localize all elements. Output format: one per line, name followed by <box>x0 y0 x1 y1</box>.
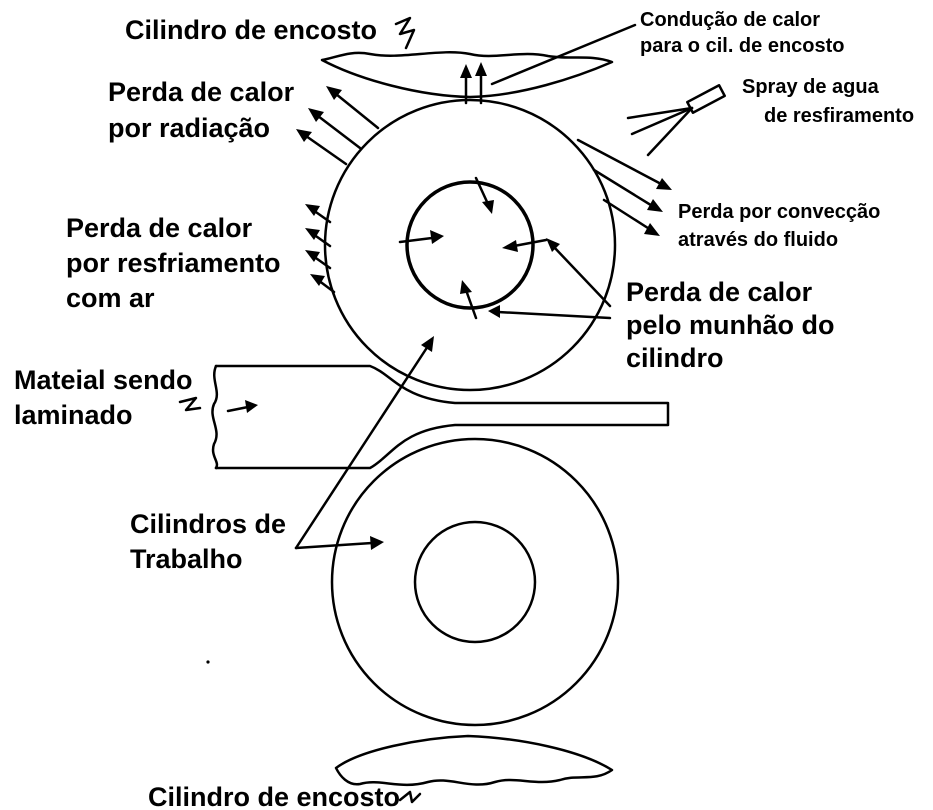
conduction-leader <box>490 23 637 86</box>
journal-leader-2-head <box>488 305 500 318</box>
strip-break-mark <box>178 396 202 412</box>
label-air-line1: Perda de calor <box>66 213 253 243</box>
upper-roll-journal <box>405 180 535 310</box>
journal-arrowhead-right <box>502 240 518 252</box>
journal-arrow-left <box>398 236 434 244</box>
conduction-arrowhead-left <box>460 64 472 78</box>
label-material-line2: laminado <box>14 400 133 430</box>
spray-nozzle <box>626 84 726 157</box>
conduction-arrowhead-right <box>475 62 487 76</box>
label-radiation-line2: por radiação <box>108 113 270 143</box>
radiation-arrowhead-1 <box>326 86 342 100</box>
journal-leader-1-head <box>546 238 560 252</box>
air-arrowhead-3 <box>305 250 320 262</box>
convection-arrow-2 <box>592 168 656 209</box>
journal-leader-1 <box>551 244 612 308</box>
bottom-backup-roll <box>334 734 614 787</box>
label-convection-line1: Perda por convecção <box>678 201 880 223</box>
top-backup-roll <box>320 51 614 99</box>
material-leader <box>226 405 250 413</box>
radiation-arrow-2 <box>316 114 362 150</box>
label-spray-line1: Spray de agua <box>742 76 880 98</box>
rolled-strip <box>214 364 670 470</box>
journal-arrow-top <box>474 176 490 206</box>
air-arrowhead-1 <box>305 204 320 216</box>
label-air-line2: por resfriamento <box>66 248 281 278</box>
label-material-line1: Mateial sendo <box>14 365 193 395</box>
lower-roll-journal <box>413 520 537 644</box>
upper-work-roll <box>323 98 617 392</box>
label-convection-line2: através do fluido <box>678 229 838 251</box>
label-backup-roll-bottom: Cilindro de encosto <box>148 782 400 810</box>
label-radiation-line1: Perda de calor <box>108 77 295 107</box>
work-roll-leader-upper <box>294 344 430 550</box>
convection-arrow-3 <box>602 198 653 232</box>
journal-leader-2 <box>496 310 612 320</box>
journal-arrow-right <box>512 238 548 248</box>
work-roll-leader-upper-head <box>421 336 434 352</box>
journal-arrow-bottom <box>464 288 478 320</box>
label-journal-line2: pelo munhão do <box>626 310 835 340</box>
convection-arrowhead-3 <box>644 223 660 236</box>
label-conduction-line2: para o cil. de encosto <box>640 35 845 57</box>
journal-arrowhead-left <box>430 230 444 244</box>
radiation-arrow-3 <box>304 134 348 166</box>
radiation-arrowhead-3 <box>296 129 312 142</box>
top-backup-roll-break-mark <box>394 16 416 50</box>
label-spray-line2: de resfiramento <box>764 105 914 127</box>
radiation-arrow-1 <box>334 92 380 130</box>
journal-arrowhead-bottom <box>460 280 472 294</box>
work-roll-leader-lower-head <box>370 536 384 550</box>
convection-arrowhead-2 <box>647 199 663 212</box>
label-air-line3: com ar <box>66 283 155 313</box>
air-arrowhead-2 <box>305 228 320 240</box>
convection-arrowhead-1 <box>656 178 672 190</box>
material-leader-head <box>245 400 258 413</box>
label-journal-line1: Perda de calor <box>626 277 813 307</box>
work-roll-leader-lower <box>294 541 374 550</box>
convection-arrow-1 <box>576 138 665 187</box>
journal-arrowhead-top <box>482 200 494 214</box>
air-arrowhead-4 <box>310 274 325 286</box>
label-work-rolls-line2: Trabalho <box>130 544 243 574</box>
radiation-arrowhead-2 <box>308 108 324 122</box>
bottom-backup-roll-break-mark <box>398 790 422 804</box>
label-conduction-line1: Condução de calor <box>640 9 820 31</box>
strip-break-edge <box>211 364 219 470</box>
label-work-rolls-line1: Cilindros de <box>130 509 286 539</box>
label-journal-line3: cilindro <box>626 343 724 373</box>
label-backup-roll-top: Cilindro de encosto <box>125 15 377 45</box>
lower-work-roll <box>330 437 620 727</box>
stray-dot <box>206 660 210 664</box>
